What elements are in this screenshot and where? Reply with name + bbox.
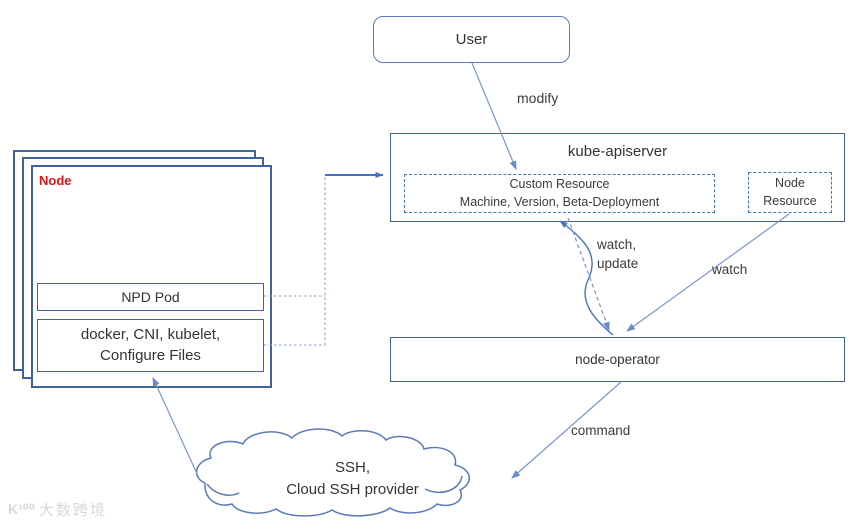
watch-update-label: watch, update (597, 236, 638, 273)
node-resource-line2: Resource (763, 193, 817, 208)
watch-dashed-arrow (567, 217, 610, 331)
watch-update-line1: watch, (597, 237, 637, 252)
watch-update-line2: update (597, 255, 639, 271)
node-resource-line1: Node (775, 175, 805, 190)
cloud-label: SSH, Cloud SSH provider (195, 457, 510, 501)
custom-resource-line2: Machine, Version, Beta-Deployment (459, 194, 660, 209)
custom-resource-line1: Custom Resource (509, 176, 610, 191)
cloud-line1: SSH, (334, 459, 370, 476)
npd-pod-box: NPD Pod (37, 283, 264, 311)
node-resource-box: Node Resource (748, 172, 832, 213)
watch-right-arrow (626, 213, 790, 332)
watermark-logo-icon: K¹⁰⁰ (8, 501, 36, 517)
command-label: command (571, 423, 631, 438)
user-box: User (373, 16, 570, 63)
cloud-line2: Cloud SSH provider (286, 480, 419, 498)
runtime-line1: docker, CNI, kubelet, (80, 326, 221, 344)
kube-apiserver-title: kube-apiserver (567, 143, 668, 160)
runtime-line2: Configure Files (100, 346, 201, 364)
node-runtime-box: docker, CNI, kubelet, Configure Files (37, 319, 264, 372)
node-operator-label: node-operator (575, 352, 660, 367)
modify-label: modify (517, 90, 559, 106)
watermark: K¹⁰⁰ 大数跨境 (8, 499, 107, 520)
watermark-text: 大数跨境 (39, 502, 108, 519)
watch-label: watch (712, 262, 748, 277)
cloud-to-node-arrow (152, 377, 200, 479)
custom-resource-box: Custom Resource Machine, Version, Beta-D… (404, 174, 715, 213)
node-operator-box: node-operator (390, 337, 845, 382)
node-label: Node (39, 173, 72, 188)
user-label: User (455, 31, 488, 48)
npd-pod-label: NPD Pod (121, 289, 180, 305)
